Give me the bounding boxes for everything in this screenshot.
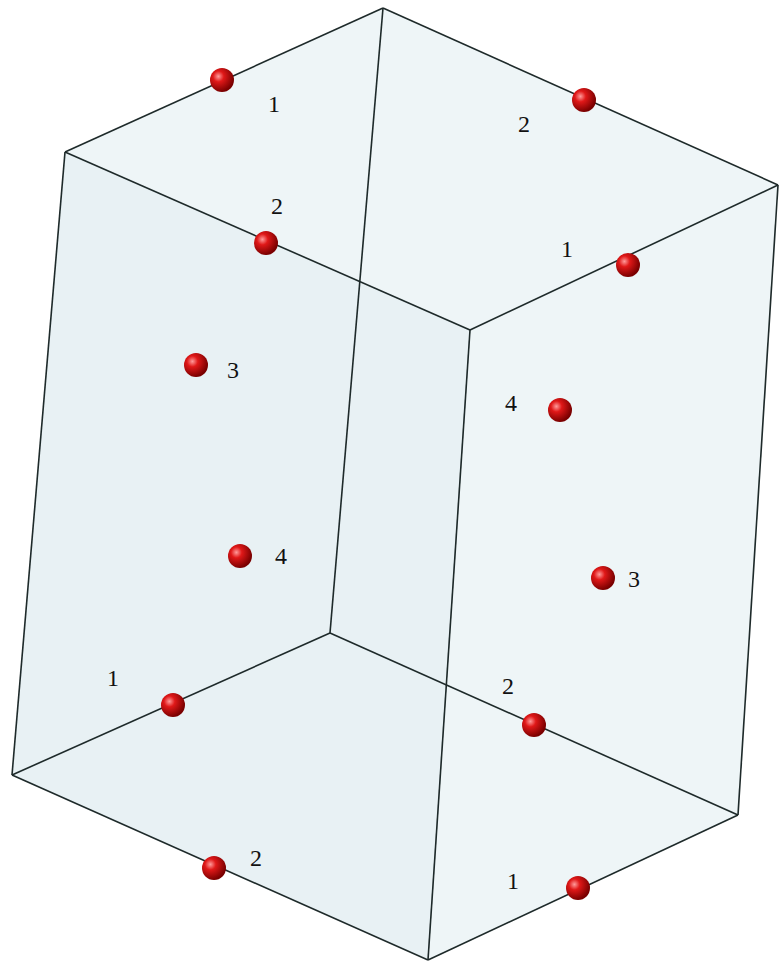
callout-number: 1 bbox=[561, 237, 573, 261]
callout-number: 2 bbox=[518, 112, 530, 136]
atom bbox=[202, 856, 226, 880]
atom bbox=[572, 88, 596, 112]
atom bbox=[184, 353, 208, 377]
atom bbox=[161, 693, 185, 717]
atom bbox=[566, 876, 590, 900]
atom bbox=[254, 231, 278, 255]
atom bbox=[210, 68, 234, 92]
callout-number: 4 bbox=[275, 544, 287, 568]
left-face bbox=[12, 152, 470, 960]
atoms bbox=[161, 68, 640, 900]
cell-edges bbox=[12, 8, 778, 960]
callout-number: 1 bbox=[107, 666, 119, 690]
callout-number: 1 bbox=[507, 869, 519, 893]
atom bbox=[591, 566, 615, 590]
callout-number: 2 bbox=[250, 846, 262, 870]
callout-number: 3 bbox=[628, 567, 640, 591]
atom bbox=[548, 398, 572, 422]
atom bbox=[228, 544, 252, 568]
atom bbox=[522, 713, 546, 737]
callout-number: 2 bbox=[271, 194, 283, 218]
callout-number: 3 bbox=[227, 358, 239, 382]
callout-number: 2 bbox=[502, 674, 514, 698]
atom bbox=[616, 253, 640, 277]
callout-number: 1 bbox=[268, 92, 280, 116]
callout-number: 4 bbox=[505, 391, 517, 415]
cell-fill bbox=[12, 8, 778, 960]
